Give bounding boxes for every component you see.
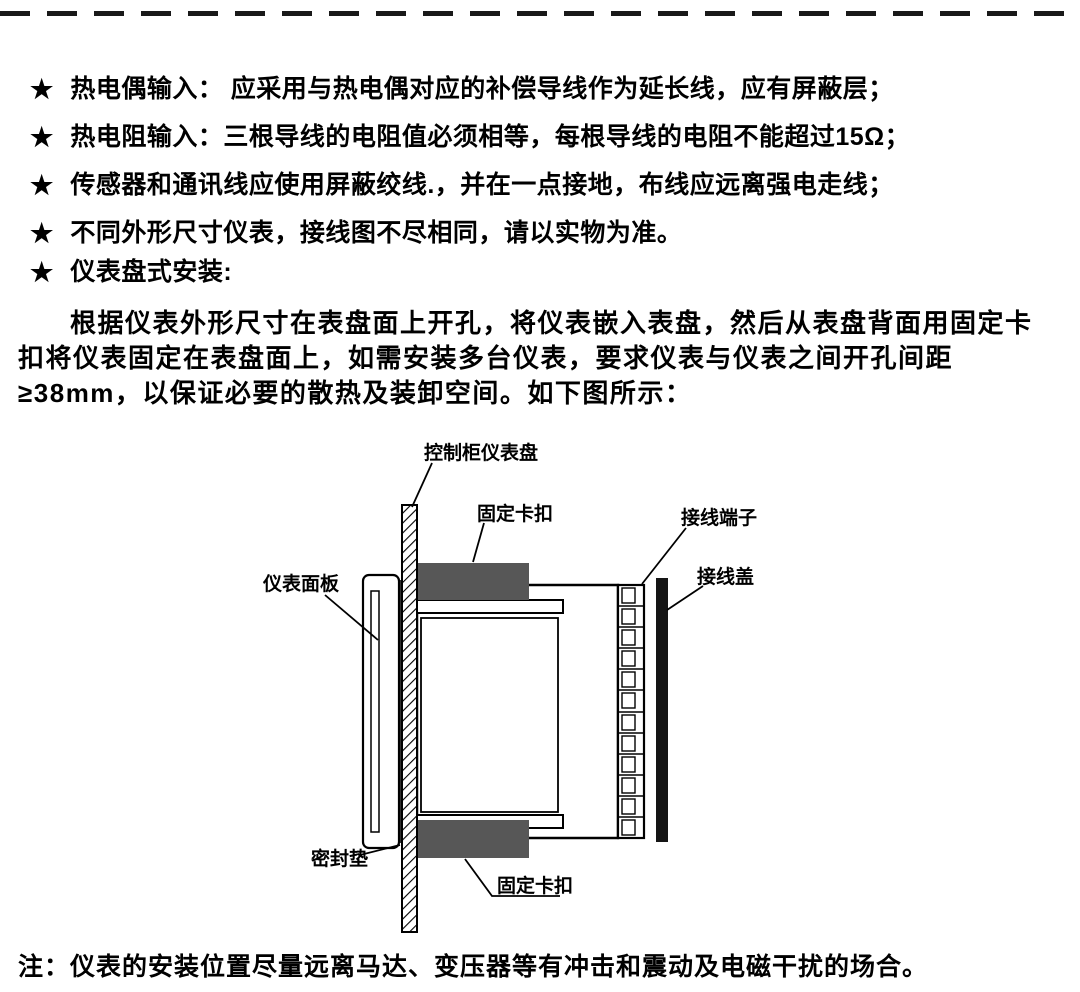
- bullet-shielded-wire: ★ 传感器和通讯线应使用屏蔽绞线.，并在一点接地，布线应远离强电走线；: [30, 170, 1060, 201]
- leader-terminal: [641, 527, 687, 585]
- label-gasket: 密封垫: [311, 849, 369, 870]
- leader-cabinet-panel: [411, 462, 433, 508]
- leader-lines: [324, 462, 704, 897]
- label-fixing-clip-top: 固定卡扣: [477, 504, 554, 525]
- label-terminal: 接线端子: [681, 508, 758, 529]
- terminal-cells: [621, 587, 636, 836]
- leader-front-bezel: [324, 594, 379, 641]
- leader-gasket: [359, 844, 401, 856]
- installation-paragraph: 根据仪表外形尺寸在表盘面上开孔，将仪表嵌入表盘，然后从表盘背面用固定卡扣将仪表固…: [18, 308, 1033, 408]
- fixing-clip-top: [417, 563, 529, 600]
- leader-clip-bottom: [464, 858, 560, 897]
- bullet-text: 热电阻输入：三根导线的电阻值必须相等，每根导线的电阻不能超过15Ω；: [70, 123, 911, 151]
- installation-diagram: 控制柜仪表盘 固定卡扣 接线端子 接线盖 仪表面板 密封垫 固定卡扣: [0, 430, 1080, 945]
- installation-note: 注：仪表的安装位置尽量远离马达、变压器等有冲击和震动及电磁干扰的场合。: [18, 953, 929, 981]
- fixing-clip-bottom: [417, 820, 529, 858]
- leader-cover: [666, 585, 704, 611]
- front-bezel: [361, 573, 401, 850]
- bullet-text: 仪表盘式安装:: [70, 258, 233, 286]
- bullet-thermocouple: ★ 热电偶输入： 应采用与热电偶对应的补偿导线作为延长线，应有屏蔽层；: [30, 74, 1060, 105]
- terminal-rungs: [618, 605, 644, 818]
- bullet-text: 热电偶输入： 应采用与热电偶对应的补偿导线作为延长线，应有屏蔽层；: [70, 75, 894, 103]
- star-icon: ★: [30, 218, 54, 248]
- star-icon: ★: [30, 122, 54, 152]
- star-icon: ★: [30, 257, 54, 287]
- bullet-text: 不同外形尺寸仪表，接线图不尽相同，请以实物为准。: [70, 219, 683, 247]
- leader-clip-top: [472, 522, 485, 563]
- sealing-gasket: [399, 580, 402, 843]
- inner-case: [420, 617, 559, 813]
- label-fixing-clip-bottom: 固定卡扣: [497, 876, 574, 897]
- wiring-cover: [656, 578, 668, 842]
- label-front-bezel: 仪表面板: [263, 574, 340, 595]
- dashed-divider: [0, 11, 1080, 16]
- label-wiring-cover: 接线盖: [697, 567, 755, 588]
- cabinet-panel: [401, 504, 418, 933]
- bullet-wiring-diagram: ★ 不同外形尺寸仪表，接线图不尽相同，请以实物为准。: [30, 218, 1060, 249]
- star-icon: ★: [30, 74, 54, 104]
- bullet-rtd: ★ 热电阻输入：三根导线的电阻值必须相等，每根导线的电阻不能超过15Ω；: [30, 122, 1060, 153]
- bezel-slot: [370, 590, 380, 833]
- star-icon: ★: [30, 170, 54, 200]
- bullet-text: 传感器和通讯线应使用屏蔽绞线.，并在一点接地，布线应远离强电走线；: [70, 171, 894, 199]
- diagram-drawing: [324, 462, 704, 933]
- bullet-panel-mount: ★ 仪表盘式安装:: [30, 257, 1060, 288]
- label-cabinet-panel: 控制柜仪表盘: [424, 443, 539, 464]
- top-rail: [416, 599, 564, 614]
